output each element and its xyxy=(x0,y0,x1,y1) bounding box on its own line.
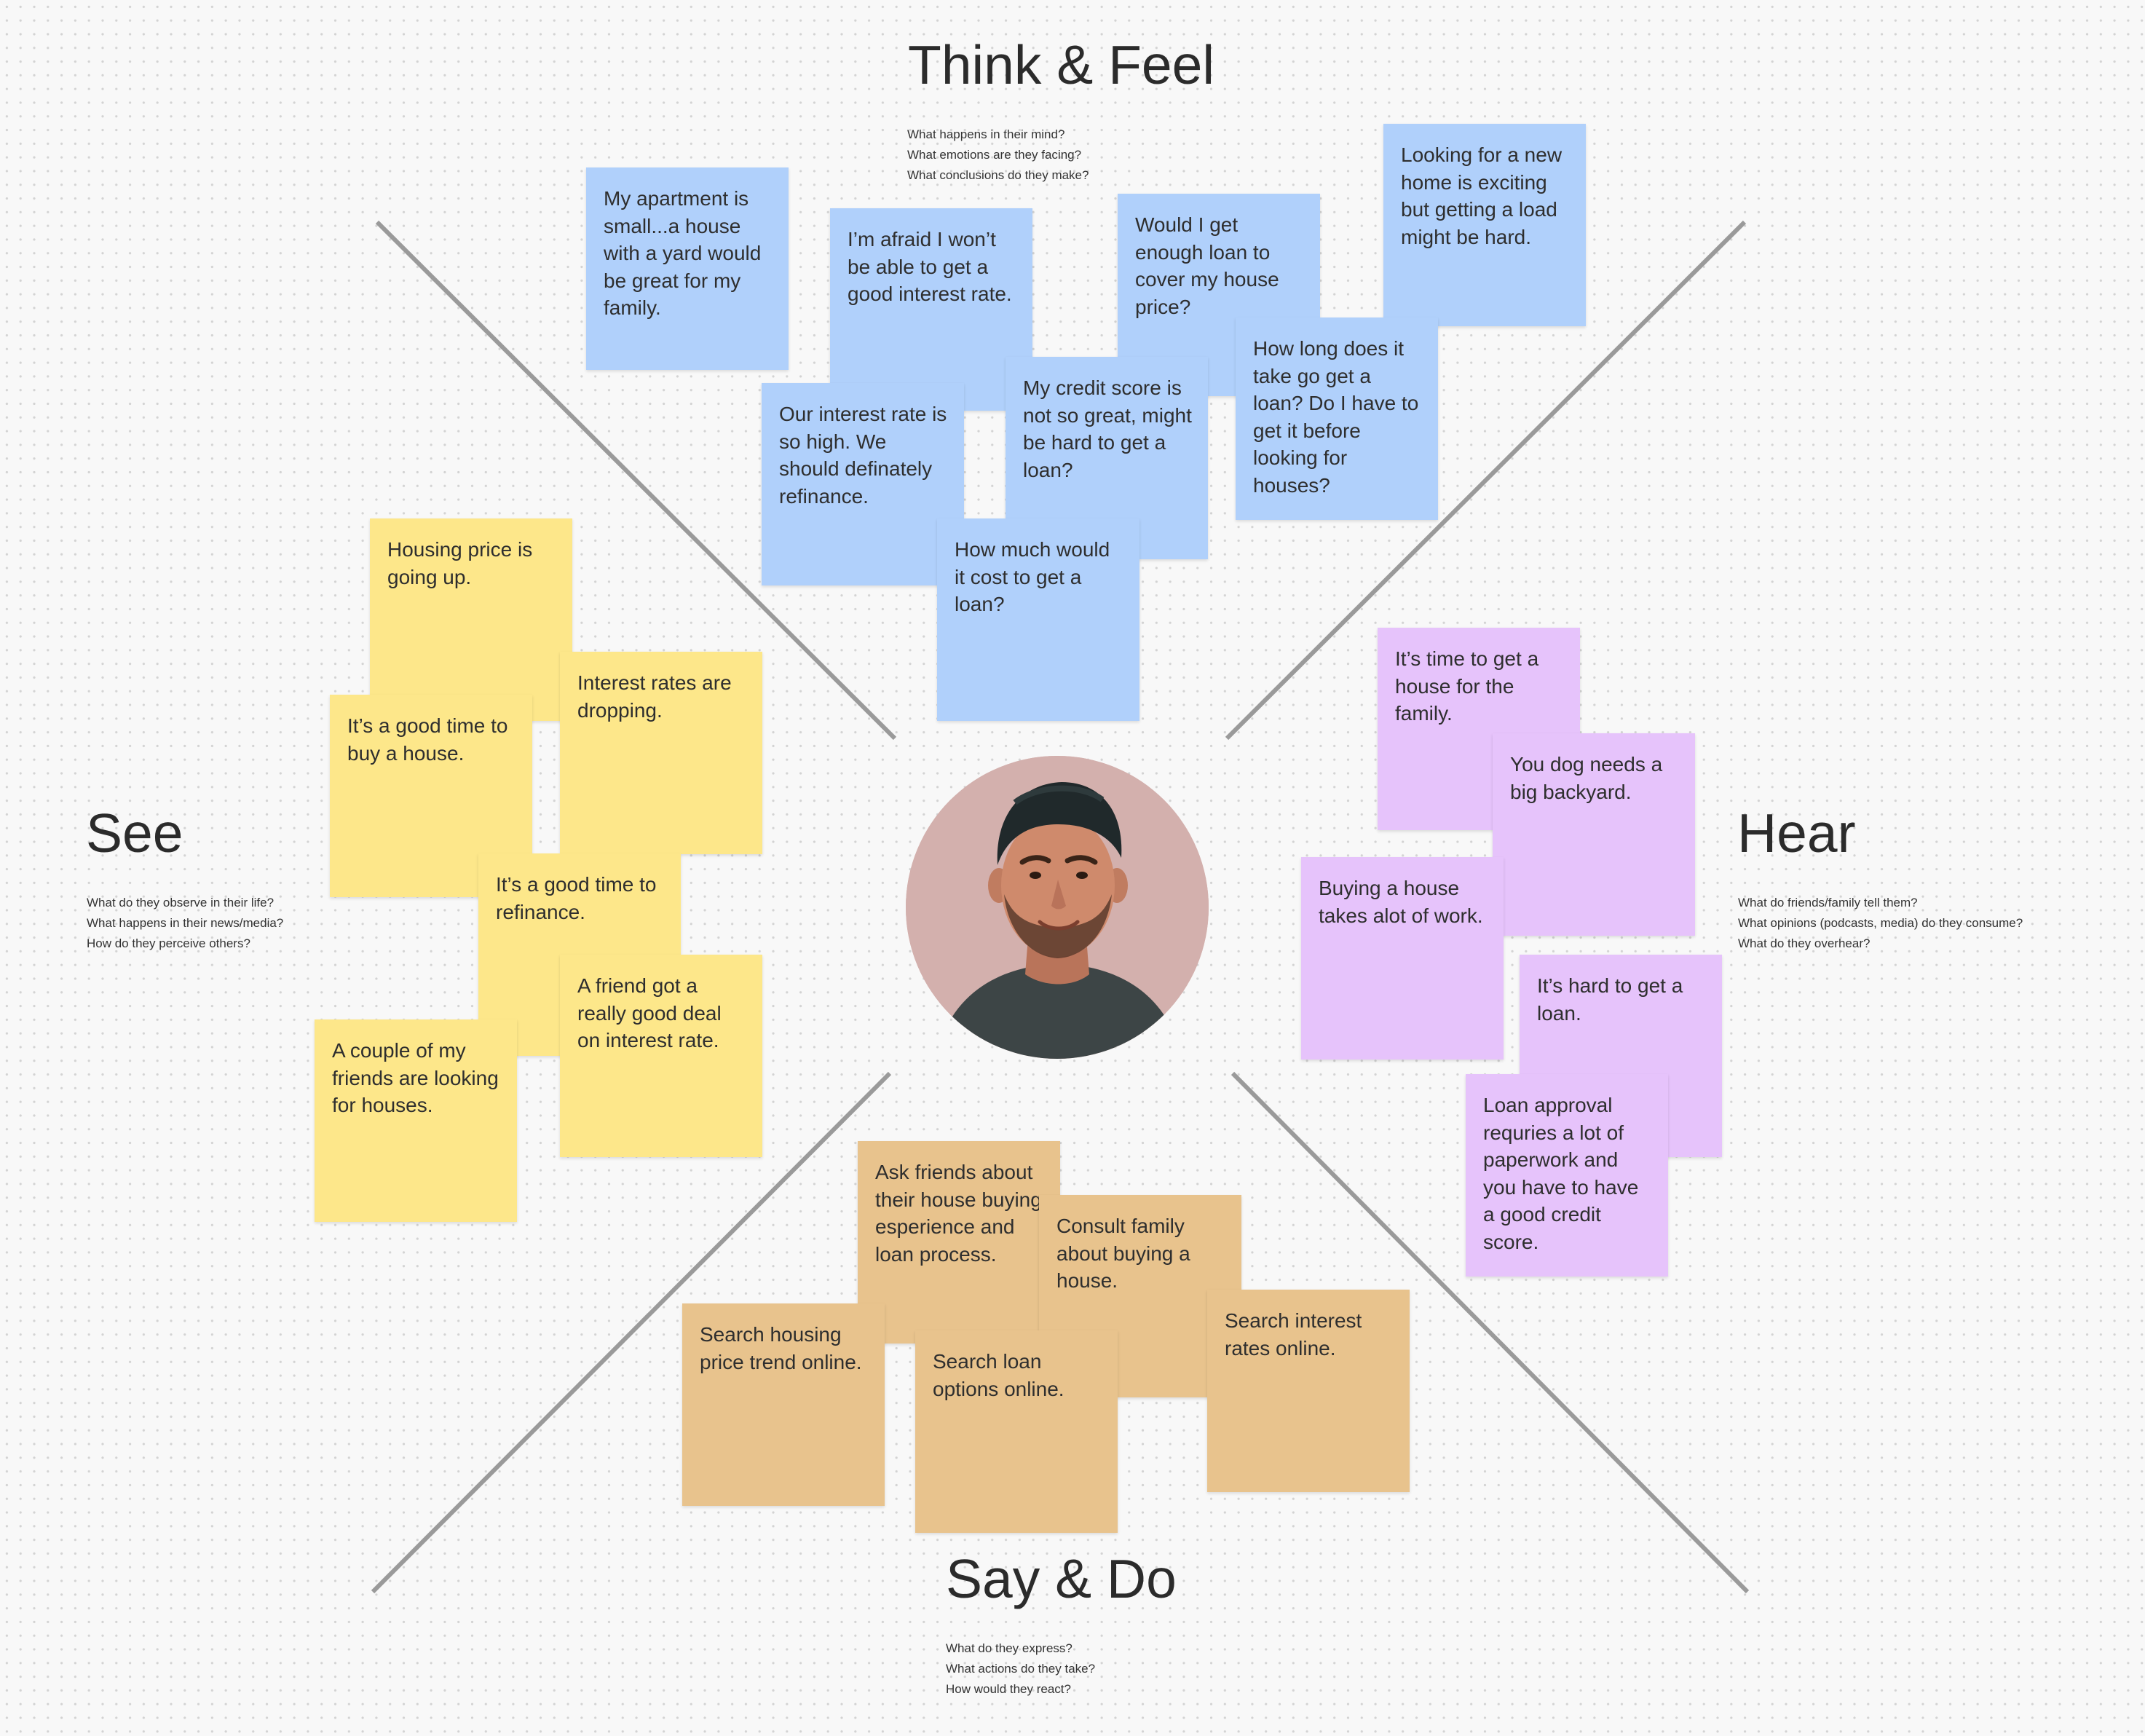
see-questions: What do they observe in their life? What… xyxy=(87,893,283,954)
divider-line-bottom-right xyxy=(1230,1071,1750,1594)
sticky-note[interactable]: How much would it cost to get a loan? xyxy=(937,518,1139,721)
person-photo-icon xyxy=(906,756,1209,1059)
hear-questions: What do friends/family tell them? What o… xyxy=(1738,893,2023,954)
sticky-note[interactable]: Search loan options online. xyxy=(915,1330,1118,1533)
sticky-note[interactable]: Ask friends about their house buying esp… xyxy=(858,1141,1060,1344)
sticky-note[interactable]: Looking for a new home is exciting but g… xyxy=(1383,124,1586,326)
question: How would they react? xyxy=(946,1682,1071,1696)
sticky-note[interactable]: You dog needs a big backyard. xyxy=(1493,733,1695,936)
divider-line-top-right xyxy=(1225,220,1747,741)
sticky-note[interactable]: Search housing price trend online. xyxy=(682,1303,885,1506)
question: What opinions (podcasts, media) do they … xyxy=(1738,916,2023,930)
question: What actions do they take? xyxy=(946,1662,1096,1676)
sticky-note[interactable]: My apartment is small...a house with a y… xyxy=(586,167,789,370)
sticky-note[interactable]: Buying a house takes alot of work. xyxy=(1301,857,1504,1060)
question: What do they overhear? xyxy=(1738,936,1871,950)
sticky-note[interactable]: How long does it take go get a loan? Do … xyxy=(1236,317,1438,520)
sticky-note[interactable]: Interest rates are dropping. xyxy=(560,652,762,854)
question: What happens in their news/media? xyxy=(87,916,284,930)
question: What do they observe in their life? xyxy=(87,896,274,910)
sticky-note[interactable]: Would I get enough loan to cover my hous… xyxy=(1118,194,1320,396)
divider-line-top-left xyxy=(375,220,897,741)
sticky-note[interactable]: Loan approval requries a lot of paperwor… xyxy=(1466,1074,1668,1277)
question: What do they express? xyxy=(946,1641,1072,1655)
sticky-note[interactable]: I’m afraid I won’t be able to get a good… xyxy=(830,208,1032,411)
divider-line-bottom-left xyxy=(371,1071,892,1594)
see-title: See xyxy=(86,802,183,864)
question: What conclusions do they make? xyxy=(907,168,1089,182)
question: What do friends/family tell them? xyxy=(1738,896,1918,910)
say-do-title: Say & Do xyxy=(946,1548,1177,1609)
hear-title: Hear xyxy=(1737,802,1856,864)
sticky-note[interactable]: Housing price is going up. xyxy=(370,518,572,721)
question: What emotions are they facing? xyxy=(907,148,1082,162)
persona-avatar[interactable] xyxy=(906,756,1209,1059)
think-feel-title: Think & Feel xyxy=(908,34,1214,95)
sticky-note[interactable]: Search interest rates online. xyxy=(1207,1290,1410,1492)
sticky-note[interactable]: A friend got a really good deal on inter… xyxy=(560,955,762,1157)
say-do-questions: What do they express? What actions do th… xyxy=(946,1638,1095,1700)
think-feel-questions: What happens in their mind? What emotion… xyxy=(907,125,1089,186)
sticky-note[interactable]: A couple of my friends are looking for h… xyxy=(315,1019,517,1222)
sticky-note[interactable]: My credit score is not so great, might b… xyxy=(1006,357,1208,559)
question: How do they perceive others? xyxy=(87,936,250,950)
sticky-note[interactable]: Our interest rate is so high. We should … xyxy=(762,383,964,585)
question: What happens in their mind? xyxy=(907,127,1065,141)
